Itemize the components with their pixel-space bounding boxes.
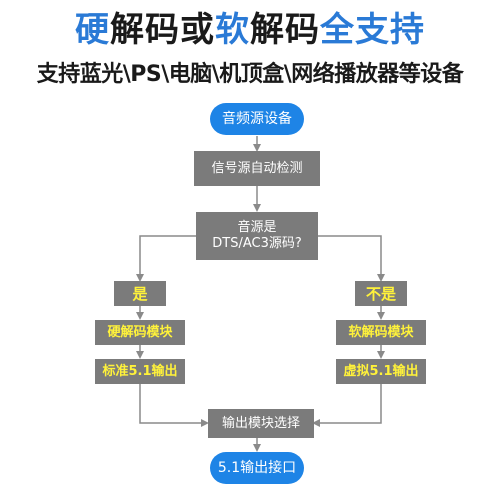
connector-decision-no xyxy=(318,235,385,282)
step-software-decode: 软解码模块 xyxy=(336,320,426,345)
connector-std-select xyxy=(139,384,209,427)
title-part-hard: 硬 xyxy=(75,10,110,50)
decision-line-2: DTS/AC3源码? xyxy=(212,236,302,251)
step-signal-detect: 信号源自动检测 xyxy=(194,151,320,186)
step-output-select: 输出模块选择 xyxy=(208,409,314,438)
label-yes: 是 xyxy=(114,281,166,306)
page-title: 硬解码或软解码全支持 xyxy=(0,8,500,52)
decision-line-1: 音源是 xyxy=(237,220,277,235)
start-node-audio-source: 音频源设备 xyxy=(210,103,304,135)
label-no: 不是 xyxy=(355,281,407,306)
step-hardware-decode: 硬解码模块 xyxy=(95,320,185,345)
title-part-soft: 软 xyxy=(215,10,250,50)
decision-dts-ac3: 音源是 DTS/AC3源码? xyxy=(196,212,318,260)
title-part-full-support: 全支持 xyxy=(320,10,425,50)
connector-virtual-select xyxy=(312,384,382,427)
end-node-51-output: 5.1输出接口 xyxy=(210,452,304,484)
connector-decision-yes xyxy=(136,235,196,282)
step-virtual-output: 虚拟5.1输出 xyxy=(336,359,426,384)
step-standard-output: 标准5.1输出 xyxy=(95,359,185,384)
title-part-decode-or: 解码或 xyxy=(110,10,215,50)
page-subtitle: 支持蓝光\PS\电脑\机顶盒\网络播放器等设备 xyxy=(36,62,464,87)
title-part-decode: 解码 xyxy=(250,10,320,50)
